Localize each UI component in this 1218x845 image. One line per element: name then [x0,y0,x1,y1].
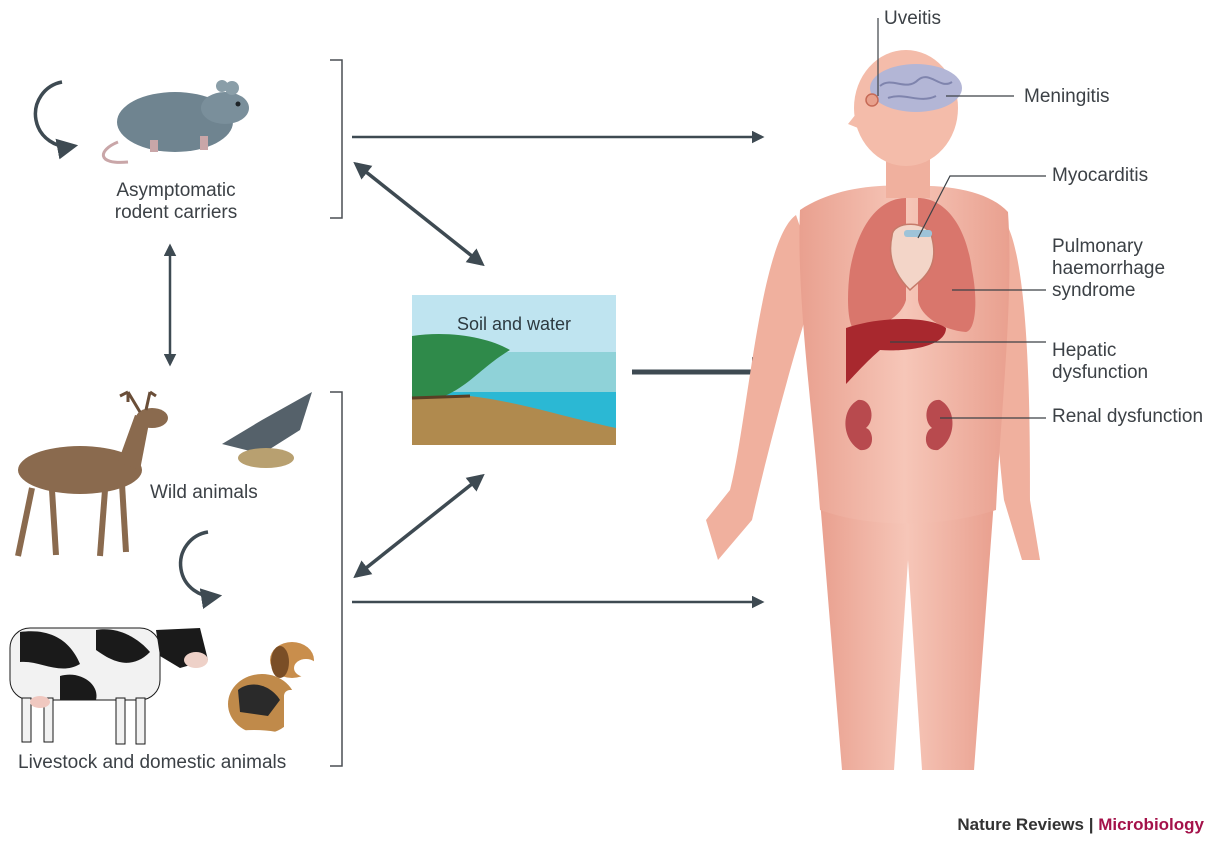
human-figure [706,50,1040,770]
label-pulmonary-line2: haemorrhage [1052,258,1165,280]
arrow-environment-animals [356,476,482,576]
cycle-arrow-icon-rodent [35,82,74,147]
label-uveitis: Uveitis [884,8,941,30]
label-meningitis: Meningitis [1024,86,1110,108]
bat-icon [222,392,312,468]
label-soil-water: Soil and water [412,314,616,335]
label-livestock: Livestock and domestic animals [18,752,286,774]
credit-section: Microbiology [1098,815,1204,834]
label-hepatic-line1: Hepatic [1052,340,1148,362]
label-myocarditis: Myocarditis [1052,165,1148,187]
cow-icon [10,628,208,744]
bracket-animals [330,392,342,766]
bracket-rodents [330,60,342,218]
label-rodent-line1: Asymptomatic [66,180,286,202]
deer-icon [18,392,168,556]
label-pulmonary: Pulmonary haemorrhage syndrome [1052,236,1165,302]
label-hepatic-line2: dysfunction [1052,362,1148,384]
label-wild-animals: Wild animals [150,482,258,504]
label-rodent-line2: rodent carriers [66,202,286,224]
label-pulmonary-line3: syndrome [1052,280,1165,302]
journal-credit: Nature Reviews | Microbiology [957,815,1204,835]
label-pulmonary-line1: Pulmonary [1052,236,1165,258]
credit-separator: | [1089,815,1094,834]
credit-journal: Nature Reviews [957,815,1084,834]
cycle-arrow-icon-animals [181,532,218,596]
label-renal: Renal dysfunction [1052,406,1203,428]
dog-icon [224,642,318,742]
arrow-rodents-environment [356,164,482,264]
label-rodent-carriers: Asymptomatic rodent carriers [66,180,286,224]
rodent-icon [103,80,249,162]
label-hepatic: Hepatic dysfunction [1052,340,1148,384]
